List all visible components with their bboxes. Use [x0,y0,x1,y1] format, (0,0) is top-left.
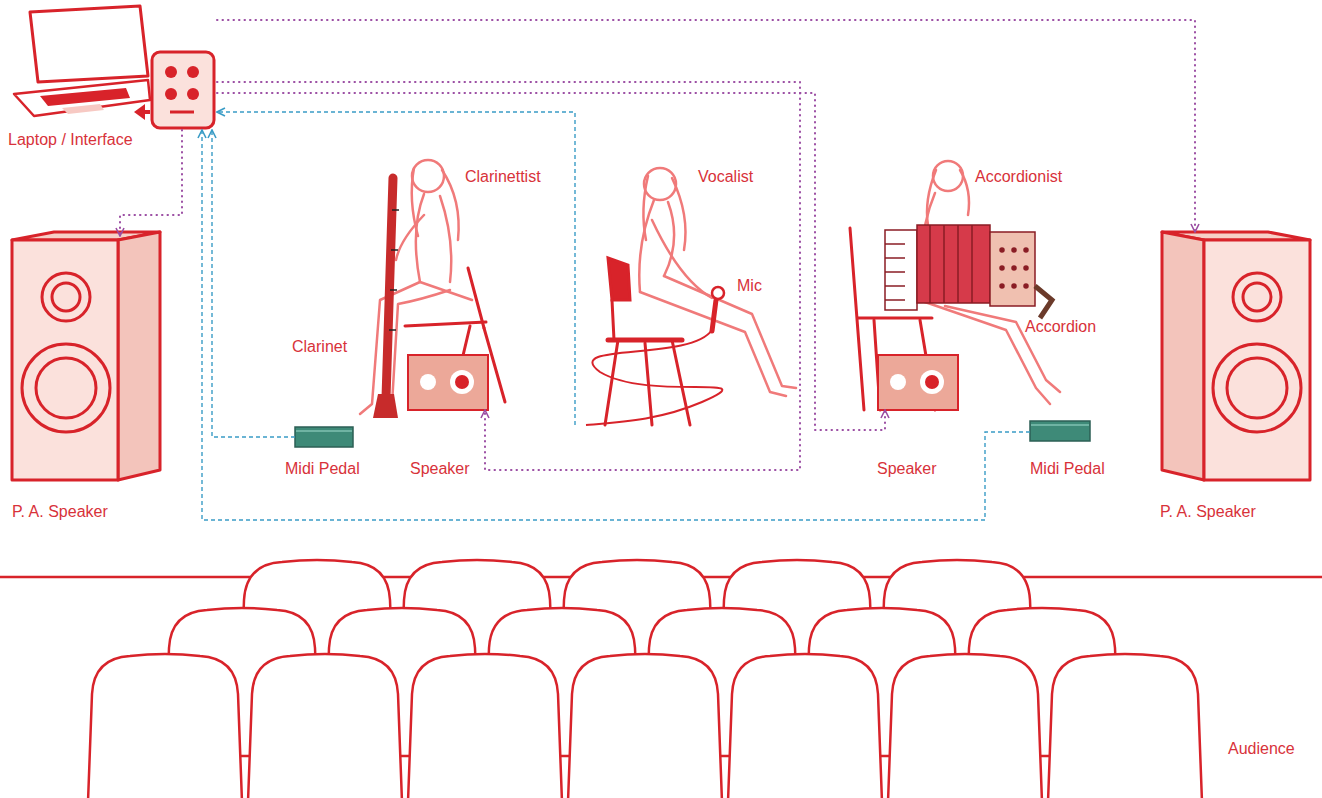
node-label: Accordionist [975,168,1062,186]
node-label: Laptop / Interface [8,131,133,149]
performer-node: Accordionist [850,150,1040,412]
monitor-speaker-left [408,355,488,410]
mic-drawing [586,287,724,425]
signal-connector [202,130,1030,520]
area-label: Audience [1228,740,1295,758]
node-label: Speaker [877,460,937,478]
instrument-node: Accordion [885,222,1040,314]
audio-interface [134,52,214,128]
node-label: P. A. Speaker [1160,503,1256,521]
mic-node: Mic [575,283,735,430]
performer-node: Clarinettist [360,155,505,420]
node-label: Mic [737,277,762,295]
node-label: Accordion [1025,318,1096,336]
signal-connector [217,112,575,425]
monitor-speaker-right [878,355,958,410]
node-label: Midi Pedal [285,460,360,478]
node-label: Vocalist [698,168,753,186]
node-label: Clarinettist [465,168,541,186]
signal-connector [217,93,885,430]
node-label: Speaker [410,460,470,478]
midi-pedal-left [295,427,353,447]
node-label: P. A. Speaker [12,503,108,521]
node-label: Midi Pedal [1030,460,1105,478]
midi-pedal-right [1030,421,1090,441]
signal-connector [212,130,295,437]
midi-pedal-node: Midi Pedal [1030,418,1092,445]
laptop-interface-node: Laptop / Interface [12,6,217,130]
audience-seats [0,560,1322,798]
accordion-drawing [885,225,1052,318]
instrument-node: Clarinet [378,172,402,422]
pa-speaker-node: P. A. Speaker [12,236,160,482]
pa-speaker-node: P. A. Speaker [1162,232,1310,482]
clarinet-drawing [373,178,399,418]
vocalist-figure [639,168,796,396]
pa-speaker-right [1162,232,1310,480]
midi-pedal-node: Midi Pedal [295,423,353,449]
monitor-speaker-node: Speaker [878,355,958,410]
node-label: Clarinet [292,338,347,356]
signal-connector [217,82,800,470]
signal-connector [217,20,1195,232]
monitor-speaker-node: Speaker [408,355,488,410]
pa-speaker-left [12,232,160,480]
laptop-drawing [14,6,150,116]
